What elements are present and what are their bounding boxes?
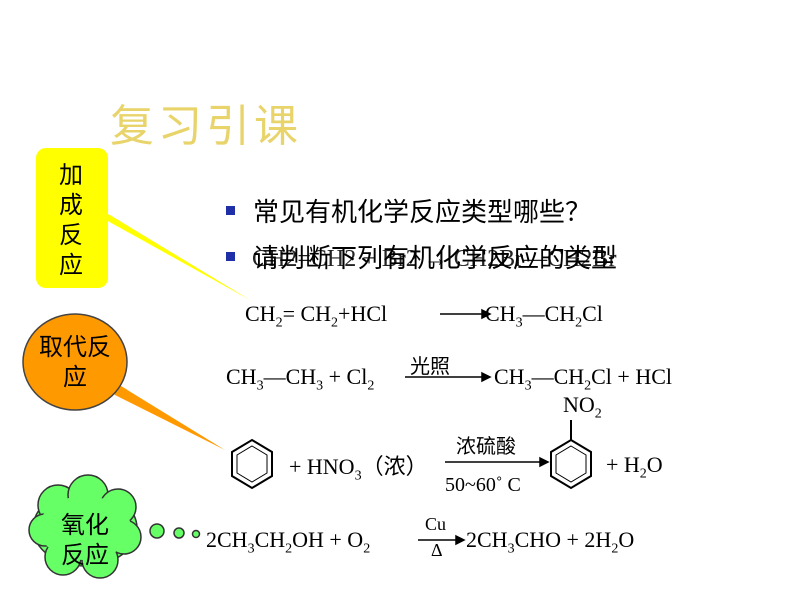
substitution-callout-label: 取代反应: [39, 333, 111, 391]
benzene-ring-icon: [231, 438, 273, 490]
reaction-4-left: 2CH3CH2OH + O2: [206, 527, 371, 557]
reaction-4-heat: Δ: [431, 540, 443, 560]
substitution-callout-pointer: [95, 370, 225, 450]
reaction-1-right: CH3—CH2Cl: [485, 301, 603, 331]
reaction-2-left: CH3—CH3 + Cl2: [226, 364, 375, 394]
addition-callout-box: [36, 148, 108, 288]
reaction-2-right: CH3—CH2Cl + HCl: [494, 364, 672, 394]
overlap-equation: CH2=CH2 + Br2 → CH2Br—CH2Br: [252, 246, 616, 273]
reaction-3-condition-bottom: 50~60˚ C: [445, 474, 521, 496]
bullet-1: 常见有机化学反应类型哪些？: [226, 192, 591, 229]
oxidation-cloud-dot: [149, 523, 165, 539]
substitution-callout-ellipse: [22, 313, 128, 411]
nitro-substituent: NO2: [563, 392, 602, 422]
bullet-2: 请判断下列有机化学反应的类型: [226, 238, 617, 275]
reaction-2-condition: 光照: [410, 354, 450, 378]
overlap-equation-text: CH2=CH2 + Br2 → CH2Br—CH2Br: [252, 246, 617, 272]
oxidation-cloud-dot: [173, 527, 185, 539]
addition-callout-label: 加成反应: [59, 161, 83, 279]
bullet-2-text: 请判断下列有机化学反应的类型: [253, 244, 618, 274]
slide-title: 复习引课: [110, 101, 302, 152]
addition-callout-pointer: [70, 200, 250, 300]
reaction-1-left: CH2= CH2+HCl: [245, 301, 388, 331]
reaction-3-water: + H2O: [606, 452, 663, 482]
bullet-marker: [226, 206, 235, 215]
reaction-4-catalyst: Cu: [425, 514, 447, 534]
bullet-1-text: 常见有机化学反应类型哪些？: [253, 198, 592, 228]
reaction-3-reagent: + HNO3（浓）: [289, 454, 428, 484]
bullet-marker: [226, 252, 235, 261]
oxidation-callout-label: 氧化反应: [61, 511, 109, 569]
reaction-3-condition-top: 浓硫酸: [456, 434, 516, 458]
reaction-4-right: 2CH3CHO + 2H2O: [466, 527, 635, 557]
oxidation-cloud-dot: [191, 529, 201, 539]
nitrobenzene-ring-icon: [550, 420, 592, 490]
